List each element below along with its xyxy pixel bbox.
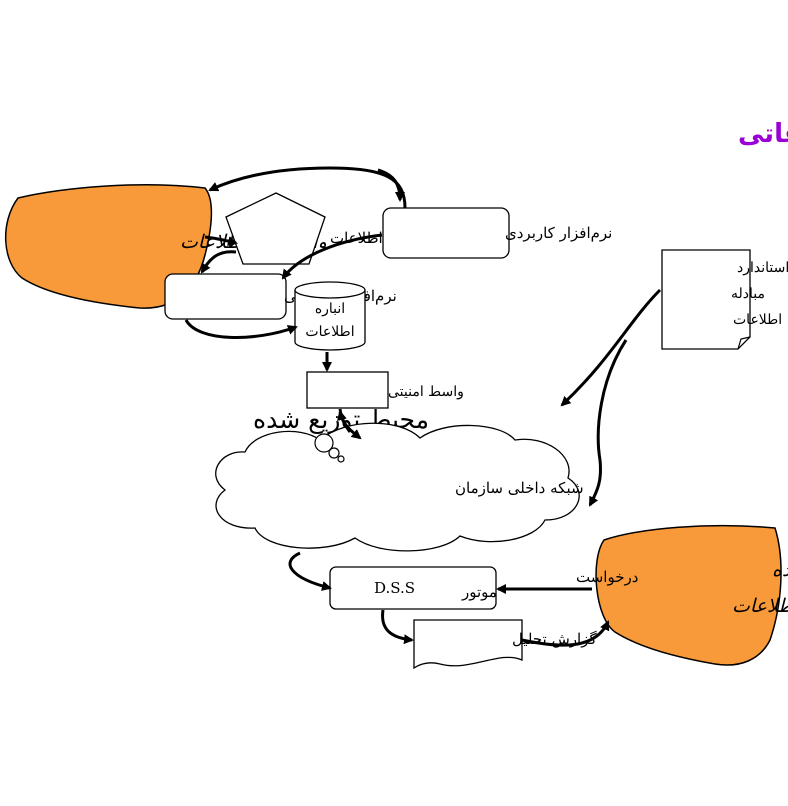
arrow-network-to-broker — [337, 410, 352, 433]
internal-network-label: شبکه داخلی سازمان — [455, 479, 584, 497]
exchange-standard-label-2: مبادله — [731, 286, 765, 302]
arrow-template-to-infosoft — [200, 250, 237, 274]
arrow-source-to-template — [204, 235, 238, 246]
consumer-unit-label-1: واحد استفاده کننده — [772, 559, 788, 581]
arrow-app-to-infosoft — [281, 233, 383, 280]
arrow-loop-to-app — [377, 168, 405, 202]
request-label: درخواست — [576, 568, 638, 586]
data-store-label-1: انباره — [315, 301, 345, 317]
data-store-cylinder: انباره اطلاعات — [294, 281, 366, 351]
internal-network-cloud: شبکه داخلی سازمان — [215, 422, 584, 552]
diagram-title: استراتژی بستره اطلاعاتی — [738, 119, 788, 149]
arrow-infosoft-to-store — [184, 319, 298, 339]
security-broker-box: واسط امنیتی — [306, 371, 464, 409]
dss-engine-box: D.S.S موتور — [329, 566, 497, 610]
exchange-standard-label-3: اطلاعات — [733, 312, 782, 328]
arrow-dss-to-report — [381, 609, 414, 645]
arrow-standard-fork-a — [560, 288, 662, 407]
exchange-standard-document: استاندارد مبادله اطلاعات — [661, 249, 788, 350]
arrow-report-to-consumer — [521, 620, 610, 647]
security-broker-label: واسط امنیتی — [388, 384, 464, 400]
dss-engine-prefix: موتور — [461, 583, 497, 601]
data-store-label-2: اطلاعات — [305, 324, 354, 340]
arrow-app-to-source — [208, 166, 407, 209]
application-software-label: نرم‌افزار کاربردی — [505, 224, 612, 242]
dss-engine-name: D.S.S — [374, 579, 415, 597]
arrow-network-to-dss — [288, 551, 332, 591]
exchange-standard-label-1: استاندارد — [737, 260, 788, 276]
application-software-box: نرم‌افزار کاربردی — [382, 207, 612, 259]
connectors — [184, 166, 662, 647]
consumer-unit-label-2: از اطلاعات — [732, 595, 788, 617]
consumer-unit-blob: واحد استفاده کننده از اطلاعات — [595, 524, 788, 666]
arrow-standard-fork-b — [588, 339, 628, 507]
